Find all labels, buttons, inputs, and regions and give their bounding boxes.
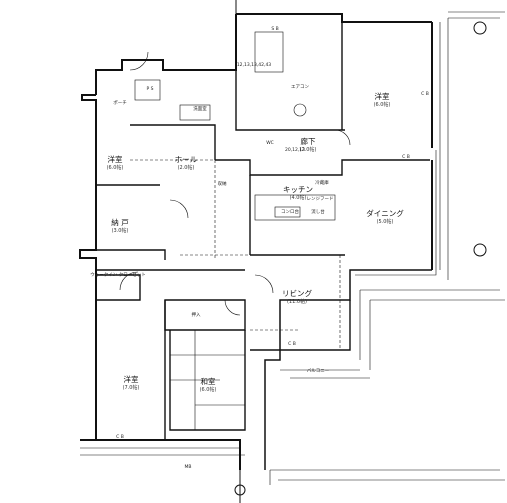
label-aircon: エアコン bbox=[291, 85, 309, 90]
wall-living-south bbox=[250, 300, 351, 351]
label-cb-3: C B bbox=[402, 155, 410, 160]
label-mb: MB bbox=[184, 465, 192, 470]
room-corridor-name: 廊下 bbox=[300, 137, 316, 146]
balcony-rail-south bbox=[80, 447, 245, 456]
label-cb-4: C B bbox=[421, 92, 429, 97]
wall-outer-north bbox=[236, 13, 432, 23]
room-living-name: リビング bbox=[282, 289, 312, 298]
room-storage-name: 納 戸 bbox=[111, 218, 129, 227]
kitchen-counter bbox=[254, 194, 336, 221]
door-swing-east bbox=[334, 129, 351, 146]
wall-east-step bbox=[264, 269, 432, 470]
door-swing-hall bbox=[169, 199, 189, 219]
wall-corridor-north bbox=[215, 159, 430, 176]
label-sb: S B bbox=[271, 27, 279, 32]
door-swing-storage bbox=[119, 271, 139, 291]
label-stove: コンロ台 bbox=[281, 210, 299, 215]
sink-unit bbox=[274, 206, 301, 218]
room-storage-size: (3.0帖) bbox=[111, 228, 129, 234]
room-western-ne-name: 洋室 bbox=[374, 92, 390, 101]
toilet bbox=[293, 103, 307, 117]
wall-outer-west bbox=[79, 94, 97, 440]
balcony-rail-upper bbox=[448, 11, 505, 19]
room-corridor-size: (2.0帖) bbox=[299, 147, 317, 153]
room-kitchen-name: キッチン bbox=[283, 185, 313, 194]
column-marker-e bbox=[473, 243, 487, 257]
wall-outer-north-west bbox=[95, 14, 237, 95]
room-kitchen-size: (4.0帖) bbox=[289, 195, 307, 201]
label-cloak: 収納 bbox=[217, 182, 227, 187]
label-porch: ポーチ bbox=[113, 101, 127, 106]
door-swing-sw bbox=[224, 299, 241, 316]
porch-box bbox=[134, 79, 161, 101]
room-western-nw-name: 洋室 bbox=[107, 155, 123, 164]
door-swing-living bbox=[254, 274, 274, 294]
wall-bath-block bbox=[235, 14, 345, 131]
room-western-sw-size: (7.0帖) bbox=[122, 385, 140, 391]
wall-closet bbox=[164, 299, 246, 331]
label-washroom: 洗面室 bbox=[193, 107, 207, 112]
door-swing-entry bbox=[129, 51, 149, 71]
tatami-lines bbox=[170, 330, 245, 430]
bathtub bbox=[254, 31, 284, 73]
label-bath-numbers: 12,13,13,42,43 bbox=[236, 63, 272, 68]
label-sink: 流し台 bbox=[311, 210, 325, 215]
balcony-rail-east-inner bbox=[355, 150, 437, 276]
label-hall-numbers: 20,12,13 bbox=[284, 148, 306, 153]
room-dining-size: (5.0帖) bbox=[376, 219, 394, 225]
wall-hall-west bbox=[130, 124, 216, 160]
room-hall-size: (2.0帖) bbox=[177, 165, 195, 171]
label-ps: P S bbox=[146, 87, 154, 92]
label-range-hood: レンジフード bbox=[306, 197, 334, 202]
balcony-rail-east bbox=[439, 18, 449, 280]
label-balcony: バルコニー bbox=[306, 369, 330, 374]
room-western-ne-size: (6.0帖) bbox=[373, 102, 391, 108]
room-hall-name: ホール bbox=[174, 155, 198, 164]
room-dining-name: ダイニング bbox=[366, 209, 404, 218]
washbasin bbox=[179, 104, 211, 121]
label-cb-1: C B bbox=[116, 435, 124, 440]
label-cb-2: C B bbox=[288, 342, 296, 347]
label-closet: 押入 bbox=[191, 313, 201, 318]
wall-outer-south bbox=[80, 439, 241, 470]
room-japanese-size: (6.0帖) bbox=[199, 387, 217, 393]
balcony-rail-lower bbox=[269, 469, 505, 485]
wall-storage-south bbox=[96, 249, 166, 260]
room-japanese-name: 和室 bbox=[200, 377, 216, 386]
label-refrigerator: 冷蔵庫 bbox=[315, 181, 329, 186]
room-living-size: (11.0帖) bbox=[286, 299, 308, 305]
column-marker-ne bbox=[473, 21, 487, 35]
room-western-sw-name: 洋室 bbox=[123, 375, 139, 384]
label-walkin: ウォークイン クローゼット bbox=[90, 273, 146, 278]
balcony-rail-step bbox=[280, 289, 505, 379]
label-wc: WC bbox=[266, 141, 274, 146]
wall-wic bbox=[96, 274, 141, 301]
dashed-ceiling bbox=[130, 159, 341, 350]
room-western-nw-size: (6.0帖) bbox=[106, 165, 124, 171]
